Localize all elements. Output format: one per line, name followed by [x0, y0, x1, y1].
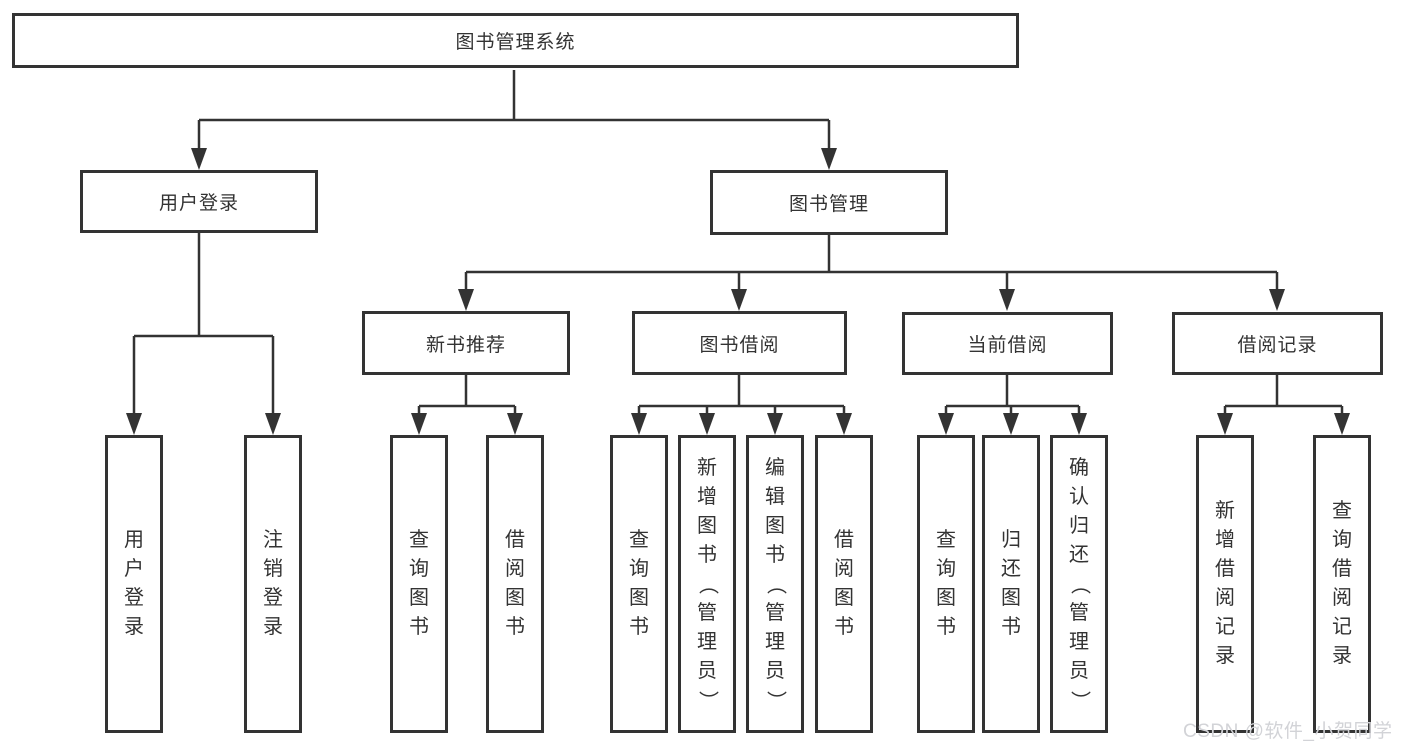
node-leaf-query-borrow-record-label: 查询借阅记录 — [1332, 500, 1352, 667]
node-leaf-return-book-label: 归还图书 — [1001, 529, 1021, 638]
node-book-borrow: 图书借阅 — [632, 311, 847, 375]
node-root: 图书管理系统 — [12, 13, 1019, 68]
node-borrow-records: 借阅记录 — [1172, 312, 1383, 375]
node-user-login: 用户登录 — [80, 170, 318, 233]
node-leaf-query-books-current: 查询图书 — [917, 435, 975, 733]
node-leaf-query-books-current-label: 查询图书 — [936, 529, 956, 638]
node-leaf-confirm-return-admin: 确认归还（管理员） — [1050, 435, 1108, 733]
node-current-borrow-label: 当前借阅 — [967, 335, 1048, 356]
node-leaf-borrow-books-newbook-label: 借阅图书 — [505, 529, 525, 638]
node-borrow-records-label: 借阅记录 — [1237, 335, 1318, 356]
node-leaf-query-books-borrow-label: 查询图书 — [629, 529, 649, 638]
node-current-borrow: 当前借阅 — [902, 312, 1113, 375]
node-leaf-add-borrow-record-label: 新增借阅记录 — [1215, 500, 1235, 667]
node-leaf-return-book: 归还图书 — [982, 435, 1040, 733]
node-leaf-user-login-label: 用户登录 — [124, 529, 144, 638]
node-leaf-user-login: 用户登录 — [105, 435, 163, 733]
node-book-management: 图书管理 — [710, 170, 948, 235]
node-leaf-edit-book-admin-label: 编辑图书（管理员） — [764, 456, 787, 711]
node-leaf-query-books-newbook-label: 查询图书 — [409, 529, 429, 638]
node-leaf-borrow-books-borrow: 借阅图书 — [815, 435, 873, 733]
node-leaf-query-borrow-record: 查询借阅记录 — [1313, 435, 1371, 733]
node-leaf-add-book-admin: 新增图书（管理员） — [678, 435, 736, 733]
node-new-book-recommend: 新书推荐 — [362, 311, 570, 375]
node-book-management-label: 图书管理 — [788, 194, 869, 215]
node-leaf-confirm-return-admin-label: 确认归还（管理员） — [1068, 456, 1091, 711]
node-leaf-borrow-books-newbook: 借阅图书 — [486, 435, 544, 733]
node-leaf-add-book-admin-label: 新增图书（管理员） — [696, 456, 719, 711]
arrowheads — [126, 148, 1350, 435]
node-root-label: 图书管理系统 — [455, 32, 576, 53]
node-book-borrow-label: 图书借阅 — [699, 334, 780, 356]
node-user-login-label: 用户登录 — [158, 193, 239, 214]
node-leaf-query-books-borrow: 查询图书 — [610, 435, 668, 733]
node-new-book-recommend-label: 新书推荐 — [425, 334, 506, 356]
node-leaf-logout: 注销登录 — [244, 435, 302, 733]
node-leaf-add-borrow-record: 新增借阅记录 — [1196, 435, 1254, 733]
node-leaf-logout-label: 注销登录 — [263, 529, 283, 638]
node-leaf-borrow-books-borrow-label: 借阅图书 — [834, 529, 854, 638]
node-leaf-query-books-newbook: 查询图书 — [390, 435, 448, 733]
csdn-watermark: CSDN @软件_小贺同学 — [1183, 721, 1393, 742]
node-leaf-edit-book-admin: 编辑图书（管理员） — [746, 435, 804, 733]
